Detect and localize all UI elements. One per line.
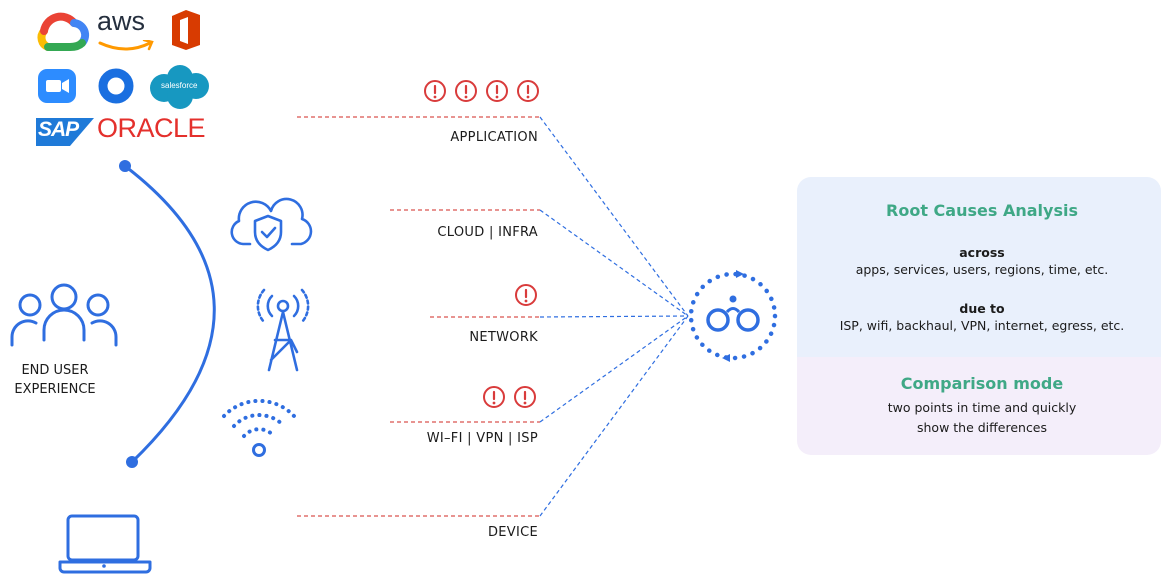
wifi-alerts <box>482 385 544 413</box>
sap-logo <box>36 118 94 146</box>
layer-label-application: APPLICATION <box>450 130 538 145</box>
alert-icons <box>424 80 539 102</box>
layer-label-wifi: WI–FI | VPN | ISP <box>426 431 538 446</box>
office-logo <box>172 10 200 50</box>
salesforce-logo <box>150 65 209 109</box>
arc-dot-bottom <box>126 456 138 468</box>
alert-icon <box>514 386 536 408</box>
analysis-hub-icon <box>688 270 778 362</box>
end-user-line2: EXPERIENCE <box>14 382 96 397</box>
aws-smile-icon <box>98 40 154 51</box>
experience-arc <box>124 164 216 464</box>
alert-icons <box>515 284 537 306</box>
salesforce-logo-text: salesforce <box>161 81 198 90</box>
alert-icon <box>486 80 508 102</box>
alert-icon <box>455 80 477 102</box>
alert-icon <box>483 386 505 408</box>
tower-icon <box>256 288 310 372</box>
comparison-line2: show the differences <box>916 420 1048 435</box>
comparison-title: Comparison mode <box>900 374 1064 393</box>
sap-logo-text: SAP <box>38 118 79 141</box>
due-to-label: due to <box>959 301 1005 316</box>
application-alerts <box>423 79 547 107</box>
alert-icons <box>483 386 536 408</box>
network-connector <box>539 315 689 318</box>
laptop-icon <box>58 514 152 574</box>
across-label: across <box>959 245 1005 260</box>
analysis-section <box>797 177 1161 357</box>
wifi-icon <box>222 398 296 457</box>
across-text: apps, services, users, regions, time, et… <box>855 262 1109 277</box>
network-alerts <box>514 283 545 311</box>
application-connector <box>539 116 689 317</box>
root-cause-panel: Root Causes Analysis across apps, servic… <box>797 177 1161 455</box>
end-user-label: END USER EXPERIENCE <box>0 361 110 399</box>
cloud-connector <box>539 209 689 317</box>
aws-logo-text: aws <box>97 6 146 36</box>
users-icon <box>10 283 118 347</box>
zoom-logo <box>38 69 76 103</box>
alert-icon <box>424 80 446 102</box>
google-cloud-logo <box>37 12 90 51</box>
comparison-line1: two points in time and quickly <box>887 400 1077 415</box>
oracle-logo-text: ORACLE <box>97 113 206 143</box>
end-user-line1: END USER <box>21 363 89 378</box>
cloud-shield-icon <box>230 197 313 252</box>
due-to-text: ISP, wifi, backhaul, VPN, internet, egre… <box>839 318 1125 333</box>
device-connector <box>539 315 689 517</box>
layer-label-network: NETWORK <box>469 330 538 345</box>
arc-dot-top <box>119 160 131 172</box>
alert-icon <box>515 284 537 306</box>
layer-label-cloud: CLOUD | INFRA <box>437 225 538 240</box>
alert-icon <box>517 80 539 102</box>
ring-logo <box>98 68 134 104</box>
panel-title: Root Causes Analysis <box>886 201 1078 220</box>
comparison-section <box>797 357 1161 455</box>
wifi-connector <box>539 315 689 423</box>
layer-label-device: DEVICE <box>487 525 538 540</box>
